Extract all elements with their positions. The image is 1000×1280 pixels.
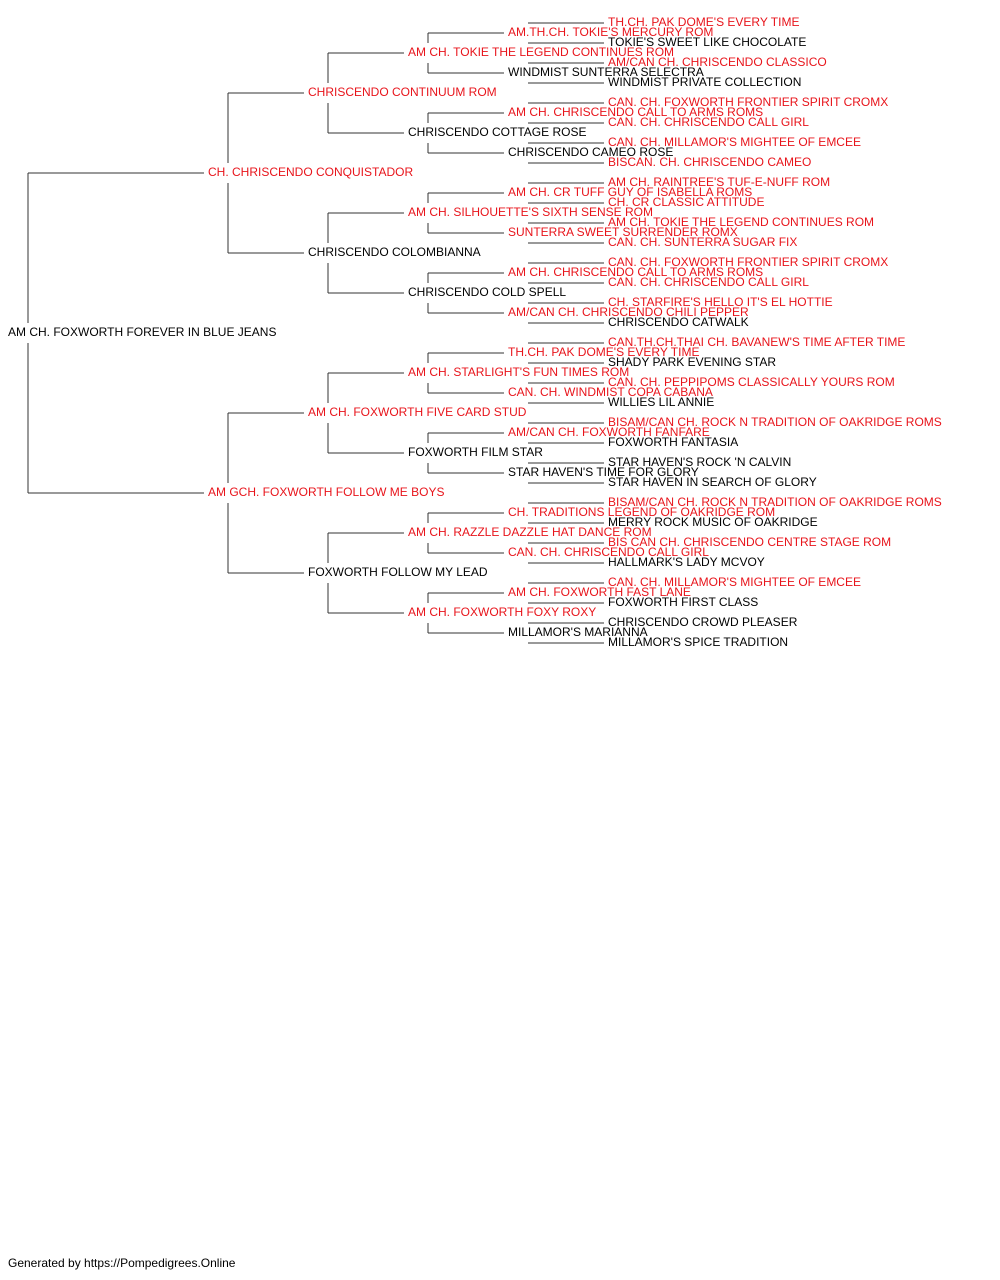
dog-name-gen5: MERRY ROCK MUSIC OF OAKRIDGE bbox=[608, 515, 818, 529]
dog-name-gen5: CHRISCENDO CROWD PLEASER bbox=[608, 615, 798, 629]
dog-name-gen4: CH. TRADITIONS LEGEND OF OAKRIDGE ROM bbox=[508, 505, 775, 519]
dog-name-gen5: HALLMARK'S LADY MCVOY bbox=[608, 555, 765, 569]
dog-name-gen4: TH.CH. PAK DOME'S EVERY TIME bbox=[508, 345, 699, 359]
dog-name-gen5: WINDMIST PRIVATE COLLECTION bbox=[608, 75, 801, 89]
dog-name-gen5: AM CH. RAINTREE'S TUF-E-NUFF ROM bbox=[608, 175, 830, 189]
dog-name-gen5: BISAM/CAN CH. ROCK N TRADITION OF OAKRID… bbox=[608, 495, 942, 509]
dog-name-gen4: AM CH. CR TUFF GUY OF ISABELLA ROMS bbox=[508, 185, 752, 199]
dog-name-gen2: FOXWORTH FOLLOW MY LEAD bbox=[308, 565, 488, 579]
dog-name-gen5: STAR HAVEN IN SEARCH OF GLORY bbox=[608, 475, 817, 489]
dog-name-gen1: AM GCH. FOXWORTH FOLLOW ME BOYS bbox=[208, 485, 444, 499]
dog-name-gen5: CAN.TH.CH.THAI CH. BAVANEW'S TIME AFTER … bbox=[608, 335, 905, 349]
dog-name-gen3: AM CH. SILHOUETTE'S SIXTH SENSE ROM bbox=[408, 205, 653, 219]
dog-name-gen5: CAN. CH. PEPPIPOMS CLASSICALLY YOURS ROM bbox=[608, 375, 895, 389]
dog-name-gen4: AM CH. CHRISCENDO CALL TO ARMS ROMS bbox=[508, 265, 763, 279]
dog-name-gen5: CAN. CH. CHRISCENDO CALL GIRL bbox=[608, 275, 809, 289]
dog-name-gen5: CAN. CH. MILLAMOR'S MIGHTEE OF EMCEE bbox=[608, 575, 861, 589]
dog-name-gen5: CAN. CH. CHRISCENDO CALL GIRL bbox=[608, 115, 809, 129]
dog-name-gen5: CH. CR CLASSIC ATTITUDE bbox=[608, 195, 764, 209]
dog-name-gen3: CHRISCENDO COLD SPELL bbox=[408, 285, 566, 299]
dog-name-gen2: CHRISCENDO COLOMBIANNA bbox=[308, 245, 481, 259]
dog-name-gen5: BISCAN. CH. CHRISCENDO CAMEO bbox=[608, 155, 811, 169]
dog-name-gen5: AM CH. TOKIE THE LEGEND CONTINUES ROM bbox=[608, 215, 874, 229]
dog-name-gen5: CH. STARFIRE'S HELLO IT'S EL HOTTIE bbox=[608, 295, 833, 309]
footer-credit: Generated by https://Pompedigrees.Online bbox=[8, 1256, 236, 1270]
dog-name-gen4: CAN. CH. WINDMIST COPA CABANA bbox=[508, 385, 713, 399]
dog-name-gen2: AM CH. FOXWORTH FIVE CARD STUD bbox=[308, 405, 527, 419]
dog-name-gen3: AM CH. FOXWORTH FOXY ROXY bbox=[408, 605, 596, 619]
dog-name-gen5: FOXWORTH FIRST CLASS bbox=[608, 595, 758, 609]
dog-name-gen4: MILLAMOR'S MARIANNA bbox=[508, 625, 648, 639]
dog-name-gen3: FOXWORTH FILM STAR bbox=[408, 445, 543, 459]
dog-name-gen4: CAN. CH. CHRISCENDO CALL GIRL bbox=[508, 545, 709, 559]
dog-name-gen3: CHRISCENDO COTTAGE ROSE bbox=[408, 125, 586, 139]
dog-name-gen5: TH.CH. PAK DOME'S EVERY TIME bbox=[608, 15, 799, 29]
dog-name-gen5: FOXWORTH FANTASIA bbox=[608, 435, 738, 449]
dog-name-gen3: AM CH. STARLIGHT'S FUN TIMES ROM bbox=[408, 365, 629, 379]
dog-name-gen4: WINDMIST SUNTERRA SELECTRA bbox=[508, 65, 704, 79]
dog-name-gen4: CHRISCENDO CAMEO ROSE bbox=[508, 145, 673, 159]
dog-name-gen5: CAN. CH. MILLAMOR'S MIGHTEE OF EMCEE bbox=[608, 135, 861, 149]
dog-name-gen4: AM.TH.CH. TOKIE'S MERCURY ROM bbox=[508, 25, 713, 39]
dog-name-gen5: STAR HAVEN'S ROCK 'N CALVIN bbox=[608, 455, 791, 469]
dog-name-gen1: CH. CHRISCENDO CONQUISTADOR bbox=[208, 165, 413, 179]
dog-name-gen4: AM CH. CHRISCENDO CALL TO ARMS ROMS bbox=[508, 105, 763, 119]
dog-name-gen5: CAN. CH. FOXWORTH FRONTIER SPIRIT CROMX bbox=[608, 255, 888, 269]
dog-name-gen3: AM CH. TOKIE THE LEGEND CONTINUES ROM bbox=[408, 45, 674, 59]
dog-name-gen4: STAR HAVEN'S TIME FOR GLORY bbox=[508, 465, 699, 479]
dog-name-gen5: WILLIES LIL ANNIE bbox=[608, 395, 714, 409]
dog-name-gen3: AM CH. RAZZLE DAZZLE HAT DANCE ROM bbox=[408, 525, 652, 539]
dog-name-gen5: CAN. CH. FOXWORTH FRONTIER SPIRIT CROMX bbox=[608, 95, 888, 109]
dog-name-gen5: CHRISCENDO CATWALK bbox=[608, 315, 749, 329]
dog-name-gen5: MILLAMOR'S SPICE TRADITION bbox=[608, 635, 788, 649]
dog-name-gen2: CHRISCENDO CONTINUUM ROM bbox=[308, 85, 497, 99]
dog-name-gen4: AM/CAN CH. FOXWORTH FANFARE bbox=[508, 425, 710, 439]
dog-name-gen5: AM/CAN CH. CHRISCENDO CLASSICO bbox=[608, 55, 827, 69]
dog-name-gen4: SUNTERRA SWEET SURRENDER ROMX bbox=[508, 225, 738, 239]
dog-name-gen0: AM CH. FOXWORTH FOREVER IN BLUE JEANS bbox=[8, 325, 276, 339]
dog-name-gen5: CAN. CH. SUNTERRA SUGAR FIX bbox=[608, 235, 797, 249]
dog-name-gen4: AM/CAN CH. CHRISCENDO CHILI PEPPER bbox=[508, 305, 749, 319]
dog-name-gen5: TOKIE'S SWEET LIKE CHOCOLATE bbox=[608, 35, 806, 49]
dog-name-gen5: SHADY PARK EVENING STAR bbox=[608, 355, 776, 369]
dog-name-gen5: BISAM/CAN CH. ROCK N TRADITION OF OAKRID… bbox=[608, 415, 942, 429]
dog-name-gen5: BIS CAN CH. CHRISCENDO CENTRE STAGE ROM bbox=[608, 535, 891, 549]
dog-name-gen4: AM CH. FOXWORTH FAST LANE bbox=[508, 585, 691, 599]
